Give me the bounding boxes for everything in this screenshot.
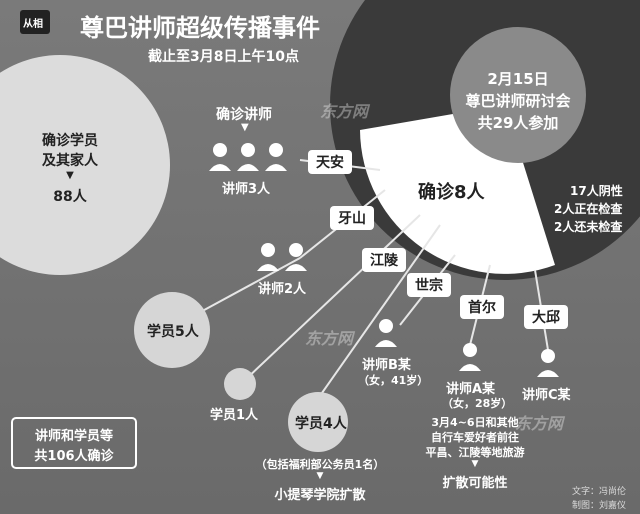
watermark: 东方网 xyxy=(305,329,354,348)
instructor-c-name: 讲师C某 xyxy=(522,388,571,403)
students-four-circle xyxy=(288,392,348,452)
seminar-inner-circle xyxy=(450,27,586,163)
city-daqiu: 大邱 xyxy=(524,305,568,329)
students-five-label: 学员5人 xyxy=(147,324,199,340)
person-icon xyxy=(209,143,287,171)
spread-possibility: 扩散可能性 xyxy=(442,476,508,491)
credit-edit: 制图：刘嘉仪 xyxy=(572,501,627,511)
person-icon xyxy=(375,319,397,347)
students-family-count: 88人 xyxy=(53,189,87,205)
person-icon xyxy=(459,343,481,371)
watermark: 东方网 xyxy=(515,414,564,433)
instructor-a-name: 讲师A某 xyxy=(446,382,496,397)
person-icon xyxy=(537,349,559,377)
logo-badge xyxy=(20,10,50,34)
connector-lines xyxy=(194,159,549,411)
city-yashan: 牙山 xyxy=(330,206,374,230)
confirmed-label: 确诊8人 xyxy=(418,182,485,203)
arrow-down-icon: ▼ xyxy=(66,170,74,181)
city-shizong: 世宗 xyxy=(407,273,451,297)
total-line2: 共106人确诊 xyxy=(34,449,114,464)
students-one-circle xyxy=(224,368,256,400)
page-subtitle: 截止至3月8日上午10点 xyxy=(148,49,299,65)
seminar-count: 共29人参加 xyxy=(477,114,559,132)
negative-count: 17人阴性 xyxy=(570,184,623,198)
students-family-circle xyxy=(0,55,170,275)
confirmed-instructors-title: 确诊讲师 xyxy=(216,107,272,123)
city-shouer: 首尔 xyxy=(460,295,504,319)
pending-count: 2人还未检查 xyxy=(554,220,623,234)
trip-line1: 3月4~6日和其他 xyxy=(431,416,519,429)
piano-academy-spread: 小提琴学院扩散 xyxy=(274,488,366,503)
trip-line3: 平昌、江陵等地旅游 xyxy=(425,446,525,459)
person-icon xyxy=(257,243,307,271)
credit-text: 文字：冯尚伦 xyxy=(572,487,627,497)
students-five-circle xyxy=(134,292,210,368)
seminar-date: 2月15日 xyxy=(487,70,549,88)
city-jiangling: 江陵 xyxy=(362,248,406,272)
total-line1: 讲师和学员等 xyxy=(34,429,113,444)
logo-text: 从相 xyxy=(23,19,43,30)
students-family-line1: 确诊学员 xyxy=(42,133,98,149)
arrow-down-icon: ▼ xyxy=(471,459,479,469)
instructor-a-info: （女，28岁） xyxy=(442,397,513,410)
checking-count: 2人正在检查 xyxy=(554,202,623,216)
students-four-detail: （包括福利部公务员1名） xyxy=(255,458,385,471)
watermark: 东方网 xyxy=(320,102,369,121)
instructor-b-info: （女，41岁） xyxy=(358,374,429,387)
instructor-b-name: 讲师B某 xyxy=(362,358,411,373)
page-title: 尊巴讲师超级传播事件 xyxy=(80,14,320,42)
city-tianan: 天安 xyxy=(308,150,352,174)
instructors-two: 讲师2人 xyxy=(258,282,307,297)
arrow-down-icon: ▼ xyxy=(241,122,249,133)
students-four-label: 学员4人 xyxy=(295,416,347,432)
students-family-line2: 及其家人 xyxy=(42,153,98,169)
instructors-three: 讲师3人 xyxy=(222,182,271,197)
total-box xyxy=(11,417,137,469)
students-one-label: 学员1人 xyxy=(210,408,259,423)
arrow-down-icon: ▼ xyxy=(316,471,324,481)
trip-line2: 自行车爱好者前往 xyxy=(431,431,519,444)
seminar-name: 尊巴讲师研讨会 xyxy=(465,92,571,110)
